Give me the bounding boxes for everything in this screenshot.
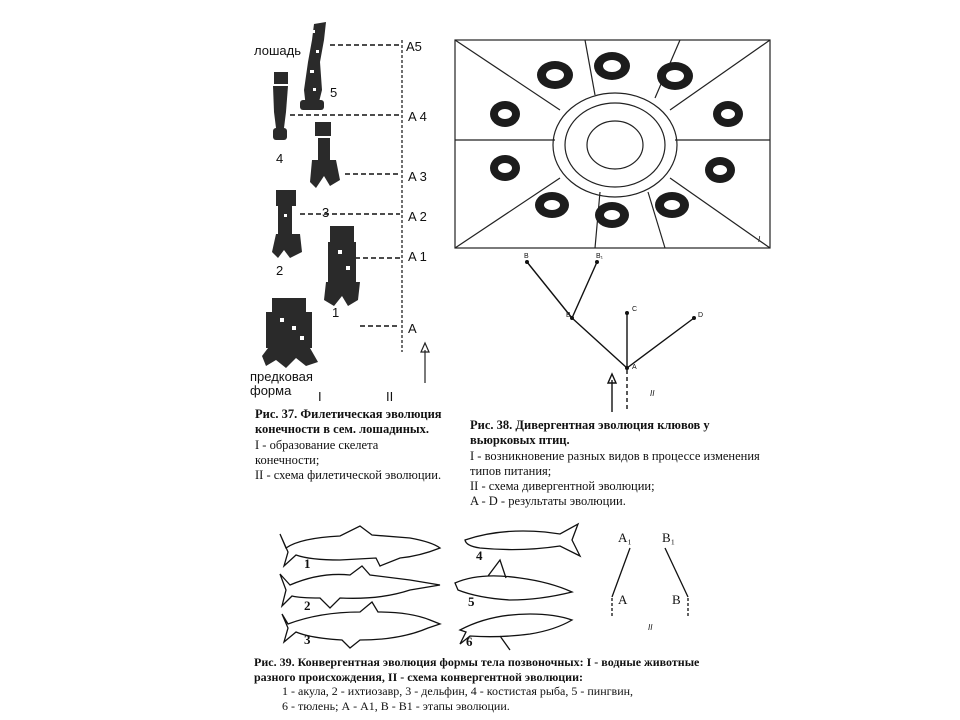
dolphin xyxy=(281,601,442,649)
fig39-caption-line: 1 - акула, 2 - ихтиозавр, 3 - дельфин, 4… xyxy=(282,684,634,699)
fig37-caption-line: II - схема филетической эволюции. xyxy=(255,468,442,482)
fig37-caption: Рис. 37. Филетическая эволюция конечност… xyxy=(255,407,445,483)
fig37-caption-title: Рис. 37. Филетическая эволюция конечност… xyxy=(255,407,442,437)
tree-node-c: C xyxy=(632,306,638,313)
scheme-b1: B₁ xyxy=(662,530,676,545)
animal-number-5: 5 xyxy=(468,594,475,609)
animal-number-3: 3 xyxy=(304,632,311,647)
stage-a1: A 1 xyxy=(408,249,427,264)
tree-node-b1: B₁ xyxy=(596,253,604,260)
fig38-caption: Рис. 38. Дивергентная эволюция клювов у … xyxy=(470,418,770,510)
stage-a: A xyxy=(408,321,417,336)
fig39-caption: Рис. 39. Конвергентная эволюция формы те… xyxy=(254,655,724,714)
fig39-roman-two: II xyxy=(648,623,653,632)
limb-number-4: 4 xyxy=(276,151,284,166)
scheme-a: A xyxy=(618,592,628,607)
shark xyxy=(279,525,442,569)
stage-a3: A 3 xyxy=(408,169,427,184)
animal-number-1: 1 xyxy=(304,556,311,571)
fig38-roman-one: I xyxy=(758,235,761,244)
fig38-caption-title: Рис. 38. Дивергентная эволюция клювов у … xyxy=(470,418,710,448)
stage-a5: A5 xyxy=(406,39,422,54)
fig38-caption-line: I - возникновение разных видов в процесс… xyxy=(470,448,760,478)
limb-number-5: 5 xyxy=(330,85,338,100)
fig37-caption-line: I - образование скелета конечности; xyxy=(255,437,379,467)
stage-a2: A 2 xyxy=(408,209,427,224)
ancestor-label-1: предковая xyxy=(250,369,313,384)
fig38-caption-line: A - D - результаты эволюции. xyxy=(470,494,626,509)
bony-fish xyxy=(464,522,582,558)
limb-number-3: 3 xyxy=(322,205,330,220)
animal-number-4: 4 xyxy=(476,548,483,563)
ichthyosaur xyxy=(279,565,441,609)
limb-number-2: 2 xyxy=(276,263,284,278)
seal xyxy=(458,613,574,651)
fig39-caption-line: Рис. 39. Конвергентная эволюция формы те… xyxy=(254,655,700,684)
tree-node-b-mid: B xyxy=(566,312,571,319)
animal-number-6: 6 xyxy=(466,634,473,649)
horse-label: лошадь xyxy=(254,43,301,58)
scheme-b: B xyxy=(672,592,681,607)
fig38-roman-two: II xyxy=(650,389,655,398)
animal-number-2: 2 xyxy=(304,598,311,613)
fig39-caption-line: 6 - тюлень; А - А1, В - В1 - этапы эволю… xyxy=(282,698,510,713)
penguin xyxy=(454,558,574,601)
tree-node-d: D xyxy=(698,312,704,319)
tree-node-a: A xyxy=(632,364,637,371)
scheme-a1: A₁ xyxy=(618,530,632,545)
roman-one: I xyxy=(318,389,322,404)
roman-two: II xyxy=(386,389,394,404)
limb-number-1: 1 xyxy=(332,305,340,320)
tree-node-b: B xyxy=(524,253,529,260)
stage-a4: A 4 xyxy=(408,109,427,124)
fig38-caption-line: II - схема дивергентной эволюции; xyxy=(470,479,655,493)
ancestor-label-2: форма xyxy=(250,383,292,398)
